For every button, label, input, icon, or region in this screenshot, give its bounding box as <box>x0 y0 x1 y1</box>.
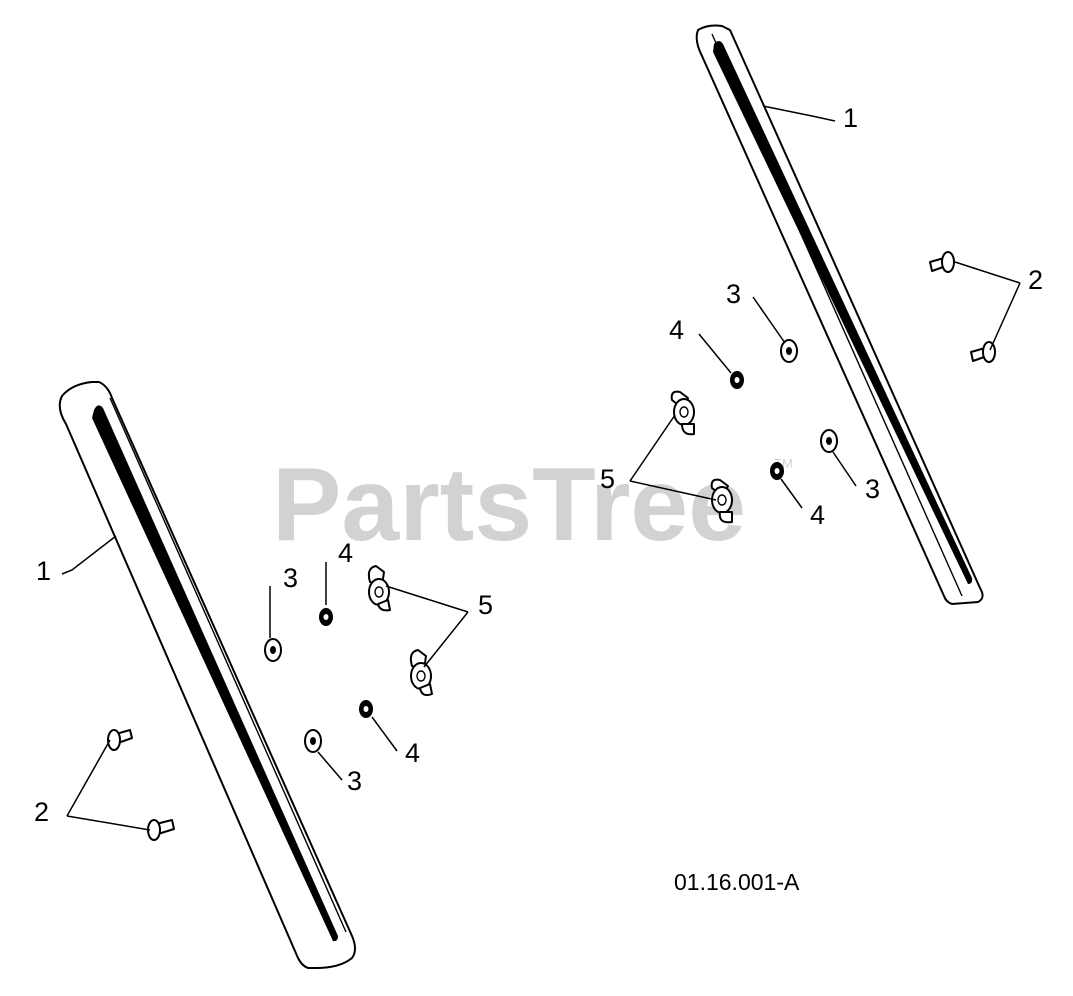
bolt-right-upper <box>929 251 955 273</box>
wing-nut-right-upper <box>670 390 695 436</box>
wing-nut-left-lower <box>409 649 433 697</box>
leader-lines <box>61 105 1021 831</box>
washer-right-upper <box>780 339 798 363</box>
callout-washer-right-upper: 3 <box>726 279 741 309</box>
bolt-left-lower <box>147 819 175 841</box>
nut-right-upper <box>730 371 744 389</box>
washer-left-lower <box>304 729 322 753</box>
callout-bolt-right: 2 <box>1028 265 1043 295</box>
watermark-text: PartsTree <box>272 447 746 563</box>
bolt-right-lower <box>970 341 996 363</box>
callout-nut-left-lower: 4 <box>405 738 420 768</box>
nut-right-lower <box>770 462 784 480</box>
watermark: PartsTree TM <box>272 447 793 563</box>
callout-nut-right-upper: 4 <box>669 315 684 345</box>
washer-right-lower <box>820 429 838 453</box>
callout-wing-nut-right: 5 <box>600 464 615 494</box>
callouts: 1 1 2 2 3 3 3 3 4 4 4 4 5 5 <box>34 103 1043 827</box>
bolt-left-upper <box>107 729 133 751</box>
washer-left-upper <box>264 638 282 662</box>
callout-washer-left-upper: 3 <box>283 563 298 593</box>
callout-washer-left-lower: 3 <box>347 766 362 796</box>
wing-nut-right-lower <box>710 478 733 524</box>
nut-left-upper <box>319 608 333 626</box>
right-rail <box>695 24 984 605</box>
callout-rail-right: 1 <box>843 103 858 133</box>
callout-washer-right-lower: 3 <box>865 474 880 504</box>
callout-nut-left-upper: 4 <box>338 538 353 568</box>
callout-bolt-left: 2 <box>34 797 49 827</box>
callout-nut-right-lower: 4 <box>810 500 825 530</box>
nut-left-lower <box>359 700 373 718</box>
callout-rail-left: 1 <box>36 556 51 586</box>
wing-nut-left-upper <box>367 565 391 612</box>
diagram-code: 01.16.001-A <box>674 869 800 895</box>
left-rail <box>58 381 356 969</box>
callout-wing-nut-left: 5 <box>478 590 493 620</box>
